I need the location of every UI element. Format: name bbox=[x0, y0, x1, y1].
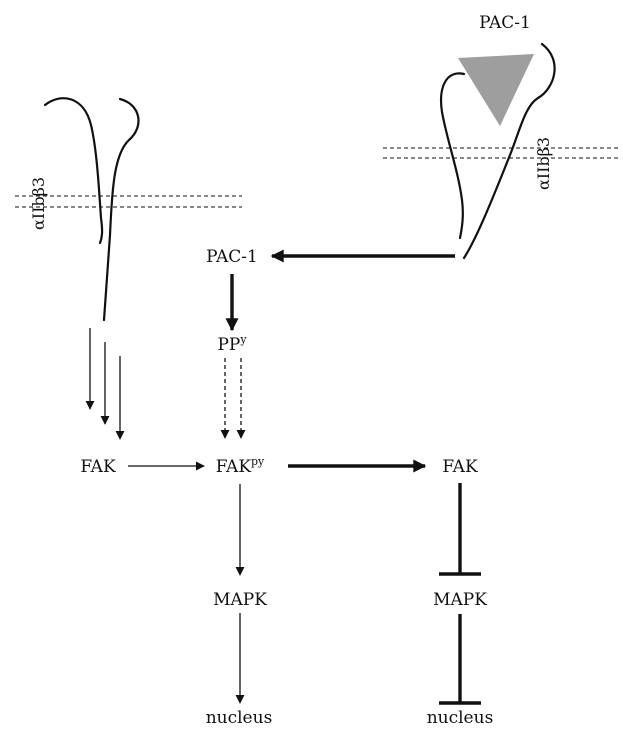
right-integrin-label: αIIbβ3 bbox=[534, 137, 553, 190]
fak-left-node: FAK bbox=[80, 457, 116, 477]
right-integrin-alpha-chain bbox=[440, 72, 466, 240]
pac1-ligand-triangle bbox=[458, 54, 534, 126]
right-integrin-beta-chain bbox=[462, 42, 556, 260]
left-integrin-alpha-chain bbox=[43, 97, 104, 245]
nucleus-left-node: nucleus bbox=[206, 708, 273, 728]
pac1-ligand-label: PAC-1 bbox=[479, 13, 531, 33]
fakpy-base: FAK bbox=[216, 457, 252, 477]
mapk-left-node: MAPK bbox=[213, 590, 267, 610]
left-integrin-label: αIIbβ3 bbox=[29, 177, 48, 230]
nucleus-right-node: nucleus bbox=[427, 708, 494, 728]
central-pathway: PAC-1 PPy FAK FAKpy FAK MAPK nucleus MAP… bbox=[80, 247, 493, 728]
mapk-right-node: MAPK bbox=[433, 590, 487, 610]
ppy-base: PP bbox=[217, 335, 240, 355]
fakpy-superscript: py bbox=[251, 455, 265, 468]
fakpy-node: FAKpy bbox=[216, 455, 265, 477]
right-integrin-group: PAC-1 αIIbβ3 bbox=[383, 13, 620, 260]
fak-right-node: FAK bbox=[442, 457, 478, 477]
left-integrin-beta-chain bbox=[102, 97, 140, 322]
ppy-node: PPy bbox=[217, 333, 247, 355]
pac1-node: PAC-1 bbox=[206, 247, 258, 267]
left-integrin-group: αIIbβ3 bbox=[15, 97, 242, 322]
ppy-superscript: y bbox=[239, 333, 247, 346]
